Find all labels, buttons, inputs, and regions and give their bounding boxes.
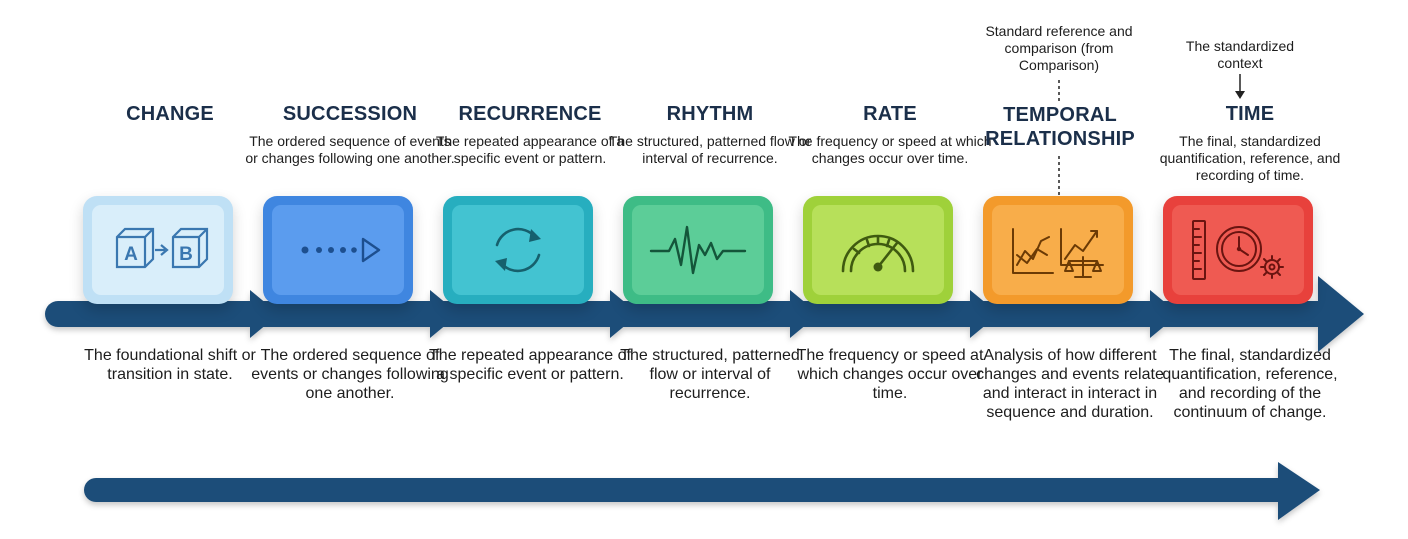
stage-bottom-description: Analysis of how different changes and ev…	[976, 347, 1164, 421]
stage-tile	[623, 196, 773, 304]
charts-and-scale-icon	[1012, 228, 1104, 278]
stage-bottom-description: The frequency or speed at which changes …	[796, 347, 984, 402]
stage-top-description: The frequency or speed at which changes …	[788, 133, 992, 166]
stage-title: RHYTHM	[666, 103, 754, 125]
stage-tile	[1163, 196, 1313, 304]
tile-label-a: A	[124, 244, 138, 265]
cycle-arrows-icon	[495, 227, 541, 273]
stage-title: SUCCESSION	[282, 103, 418, 125]
stage-tile	[803, 196, 953, 304]
speedometer-icon	[841, 234, 915, 273]
comparison-annotation: Standard reference and comparison (from …	[985, 23, 1133, 73]
dotted-arrow-icon	[301, 237, 381, 263]
context-down-arrow	[1235, 74, 1245, 99]
pulse-wave-icon	[649, 225, 747, 275]
clock-ruler-gear-icon	[1192, 220, 1284, 280]
stage-title: RATE	[863, 103, 917, 125]
stage-tile	[263, 196, 413, 304]
stage-top-description: The repeated appearance of a specific ev…	[435, 133, 625, 166]
stage-tile	[443, 196, 593, 304]
stage-bottom-description: The final, standardized quantification, …	[1162, 347, 1338, 421]
stage-bottom-description: The foundational shift or transition in …	[84, 347, 256, 383]
stage-title: TEMPORAL RELATIONSHIP	[985, 104, 1135, 150]
stage-bottom-description: The ordered sequence of events or change…	[251, 347, 449, 402]
stage-tile: A B	[83, 196, 233, 304]
stage-title: CHANGE	[126, 103, 214, 125]
stage-top-description: The structured, patterned flow or interv…	[608, 133, 812, 166]
stage-tile	[983, 196, 1133, 304]
stage-title: RECURRENCE	[458, 103, 602, 125]
context-annotation: The standardized context	[1185, 38, 1295, 71]
stage-top-description: The ordered sequence of events or change…	[245, 133, 455, 166]
stage-bottom-description: The structured, patterned flow or interv…	[620, 347, 800, 402]
stage-title: TIME	[1225, 103, 1275, 125]
tile-label-b: B	[179, 244, 193, 265]
a-to-b-icon: A B	[115, 227, 209, 269]
stage-top-description: The final, standardized quantification, …	[1159, 133, 1341, 183]
bottom-timeline-arrow	[84, 462, 1320, 520]
stage-bottom-description: The repeated appearance of a specific ev…	[429, 347, 631, 383]
